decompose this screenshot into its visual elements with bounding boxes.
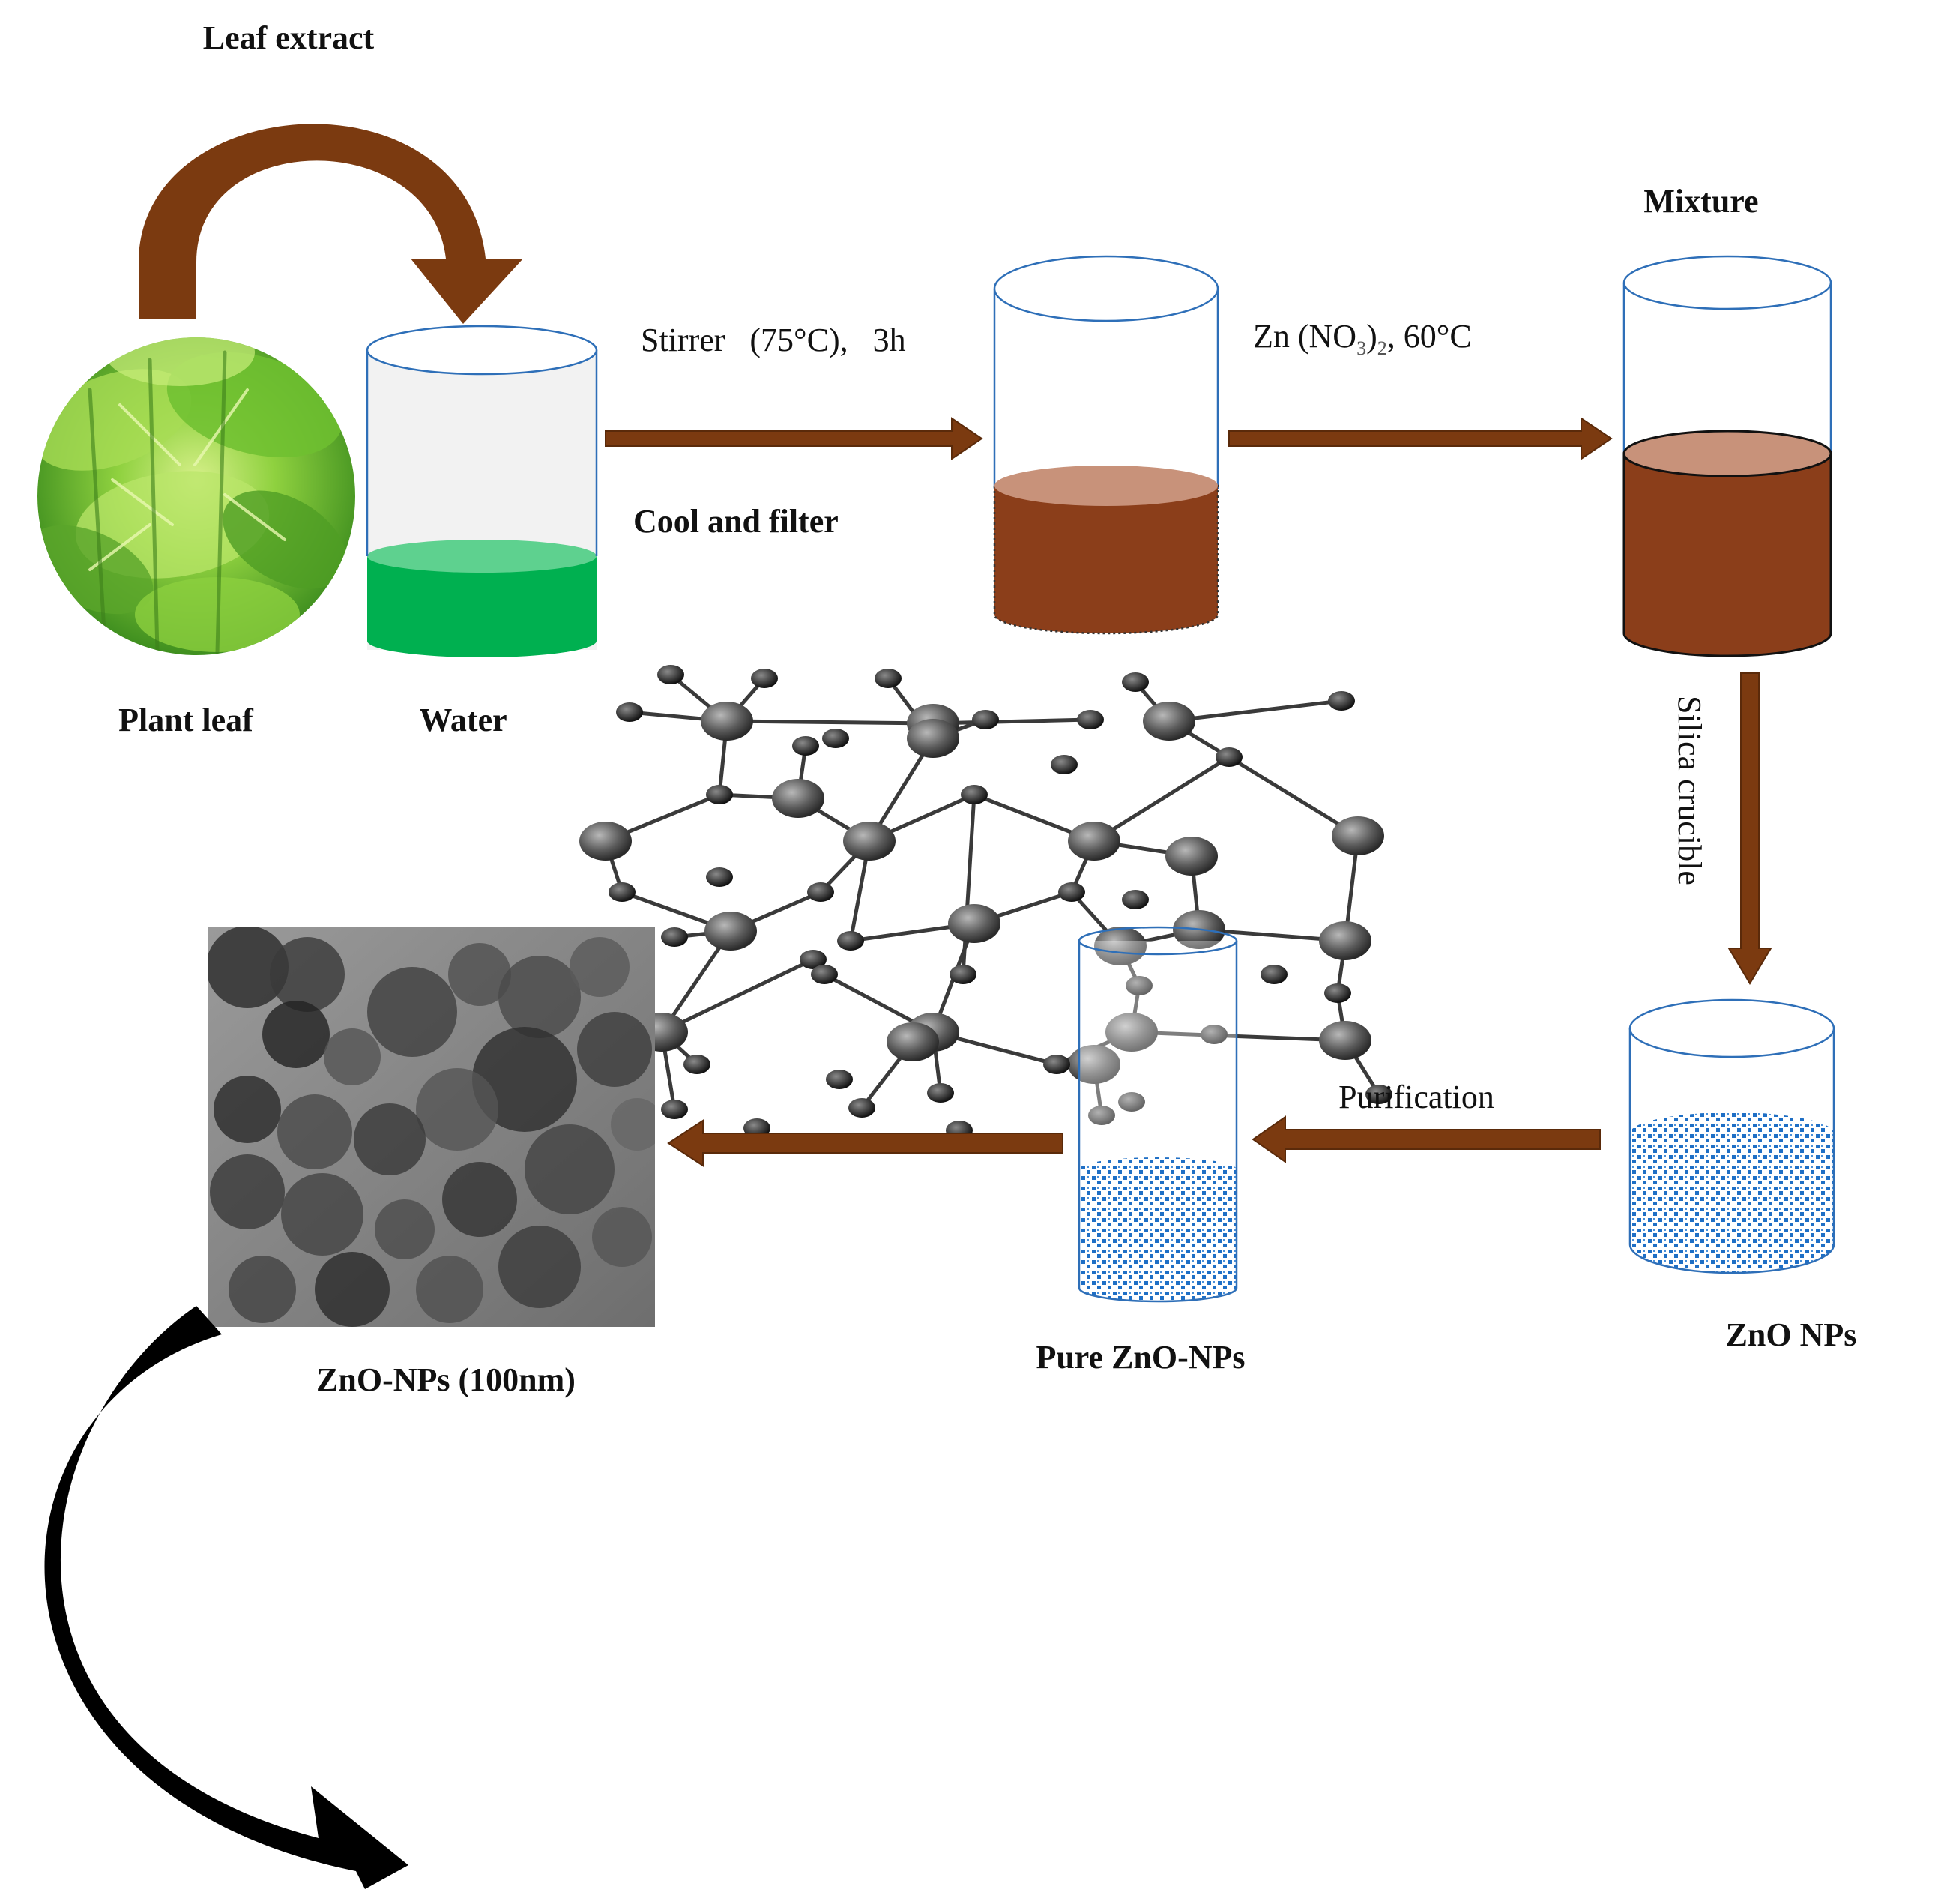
mixture-beaker: [1622, 255, 1832, 657]
arrow-to-mixture: [1228, 417, 1613, 460]
zn-label-prefix: Zn (NO: [1253, 318, 1356, 355]
tem-micrograph-icon: [208, 927, 655, 1327]
purification-label: Purification: [1338, 1079, 1494, 1115]
arrow-to-extract: [605, 417, 983, 460]
pure-zno-label: Pure ZnO-NPs: [1036, 1339, 1245, 1376]
mixture-label: Mixture: [1643, 183, 1758, 220]
zno-crucible: [1628, 998, 1835, 1274]
zn-label-suffix: , 60°C: [1387, 318, 1472, 355]
zn-nitrate-label: Zn (NO3)2, 60°C: [1253, 318, 1472, 359]
zn-label-sub3: 3: [1356, 337, 1366, 359]
zn-label-paren: ): [1366, 318, 1377, 355]
arrow-to-pure: [1252, 1115, 1601, 1163]
water-label: Water: [419, 702, 507, 738]
water-beaker: [366, 325, 598, 657]
silica-crucible-label: Silica crucible: [1671, 696, 1708, 885]
leaf-extract-label: Leaf extract: [203, 19, 375, 56]
zno-nps-label: ZnO NPs: [1726, 1316, 1857, 1353]
arrow-down-silica: [1727, 672, 1772, 985]
stirrer-label: Stirrer (75°C), 3h: [641, 322, 906, 358]
plant-leaf-label: Plant leaf: [118, 702, 254, 738]
zn-label-sub2: 2: [1377, 337, 1387, 359]
zno-crystal-lattice-icon: [579, 665, 1392, 1140]
pure-zno-beaker: [1078, 926, 1238, 1303]
extract-beaker: [993, 255, 1219, 635]
leaf-photo-icon: [37, 337, 355, 655]
cool-filter-label: Cool and filter: [633, 503, 839, 540]
zno-100nm-label: ZnO-NPs (100nm): [316, 1361, 576, 1398]
black-curved-arrow: [44, 1306, 408, 1889]
arrow-to-tem: [667, 1119, 1063, 1167]
leaf-extract-arrow: [139, 124, 523, 324]
